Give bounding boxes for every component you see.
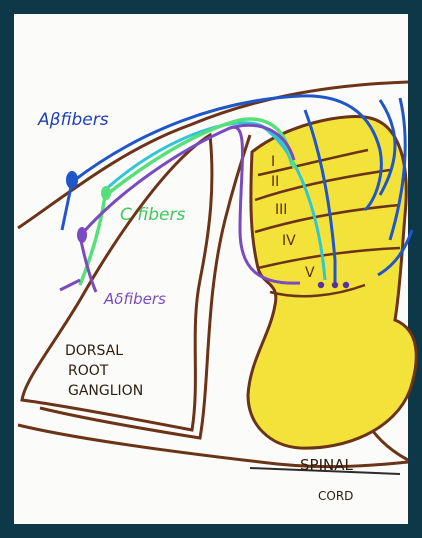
lamina-label-4: IV: [282, 233, 296, 249]
c-fiber-cell-body: [101, 186, 111, 200]
abeta-fiber-peripheral: [62, 182, 72, 230]
abeta-cell-body: [66, 171, 78, 189]
terminal-dot-1: [318, 282, 324, 288]
terminal-dot-3: [343, 282, 349, 288]
cord-label: CORD: [318, 489, 353, 503]
lamina-label-1: I: [271, 154, 275, 170]
lamina-label-2: II: [271, 174, 279, 190]
adelta-fiber-tail: [60, 280, 80, 290]
c-fibers-label: C fibers: [120, 205, 185, 225]
drg-label-line3: GANGLION: [68, 383, 143, 399]
adelta-cell-body: [77, 227, 87, 243]
spinal-label: SPINAL: [300, 456, 353, 474]
terminal-dot-2: [332, 282, 338, 288]
adelta-fibers-label: Aδfibers: [103, 290, 166, 308]
abeta-fibers-label: Aβfibers: [37, 110, 109, 130]
drg-label-line2: ROOT: [68, 363, 109, 379]
drg-label-line1: DORSAL: [65, 343, 123, 359]
lamina-label-5: V: [305, 265, 315, 281]
lamina-label-3: III: [275, 202, 287, 218]
